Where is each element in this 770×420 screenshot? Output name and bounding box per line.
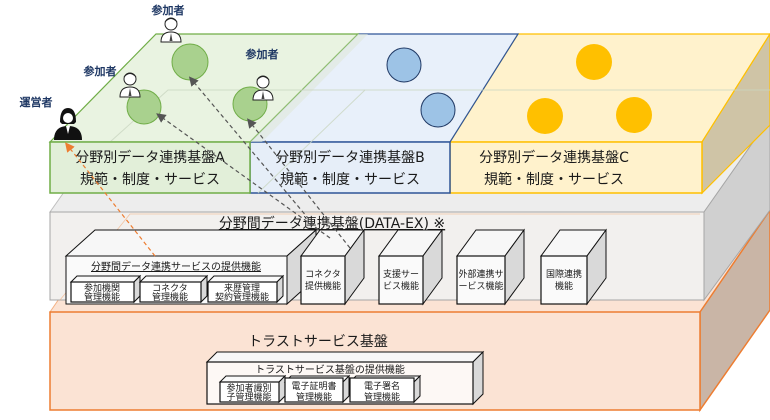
platform-b-label-2: 規範・制度・サービス xyxy=(280,171,420,188)
connector-arrow-1 xyxy=(188,76,319,231)
trust-item-3-line1: 電子署名 xyxy=(364,380,400,392)
function-box-support[interactable] xyxy=(378,228,443,306)
node-b1 xyxy=(386,47,422,83)
service-item-2-line2: 管理機能 xyxy=(152,291,188,303)
participant-label-2: 参加者 xyxy=(84,64,117,78)
service-item-2[interactable] xyxy=(138,274,209,304)
trust-item-1-line2: 子管理機能 xyxy=(226,391,271,403)
service-item-2-line1: コネクタ xyxy=(152,283,188,294)
platform-b-label-1: 分野別データ連携基盤B xyxy=(275,149,425,166)
function-international-line2: 機能 xyxy=(555,280,573,292)
platform-a[interactable] xyxy=(48,33,770,194)
service-item-3-line2: 契約管理機能 xyxy=(215,291,269,303)
function-connector-line2: 提供機能 xyxy=(305,280,341,292)
function-support-line1: 支援サー xyxy=(383,268,419,280)
trust-item-1[interactable] xyxy=(218,374,287,404)
trust-item-3[interactable] xyxy=(348,374,422,404)
trust-item-1-line1: 参加者識別 xyxy=(226,382,271,394)
data-ex-service-group-title: 分野間データ連携サービスの提供機能 xyxy=(91,260,261,273)
connector-arrow-3 xyxy=(247,118,351,249)
trust-item-2-line2: 管理機能 xyxy=(296,391,332,403)
operator-label: 運営者 xyxy=(20,95,53,109)
participant-icon-2 xyxy=(119,72,141,98)
service-item-1-line2: 管理機能 xyxy=(84,291,120,303)
function-external-line2: ービス機能 xyxy=(458,280,503,292)
participant-label-1: 参加者 xyxy=(152,3,185,17)
operator-arrow xyxy=(65,142,156,257)
platform-a-label-2: 規範・制度・サービス xyxy=(80,171,220,188)
participant-label-3: 参加者 xyxy=(246,47,279,61)
node-a1 xyxy=(171,43,209,81)
service-item-1[interactable] xyxy=(69,274,142,304)
node-a2 xyxy=(126,89,162,125)
participant-icon-3 xyxy=(252,75,274,101)
function-connector-line1: コネクタ xyxy=(305,269,341,280)
function-external-line1: 外部連携サ xyxy=(458,268,503,280)
trust-title: トラストサービス基盤 xyxy=(248,333,388,350)
service-item-3[interactable] xyxy=(206,274,285,304)
platform-c[interactable] xyxy=(448,32,770,195)
platform-b[interactable] xyxy=(248,33,520,194)
function-support-line2: ビス機能 xyxy=(383,280,419,292)
trust-item-2-line1: 電子証明書 xyxy=(291,380,336,392)
platform-a-front xyxy=(49,141,251,194)
trust-item-2[interactable] xyxy=(283,374,351,404)
platform-c-label-2: 規範・制度・サービス xyxy=(484,171,624,188)
platform-c-label-1: 分野別データ連携基盤C xyxy=(479,149,629,166)
platform-a-label-1: 分野別データ連携基盤A xyxy=(75,149,225,166)
function-box-connector[interactable] xyxy=(300,228,365,306)
participant-icon-1 xyxy=(160,17,182,43)
trust-group-title: トラストサービス基盤の提供機能 xyxy=(255,363,405,376)
service-item-3-line1: 来歴管理 xyxy=(224,282,260,294)
function-box-international[interactable] xyxy=(540,228,607,306)
trust-item-3-line2: 管理機能 xyxy=(364,391,400,403)
data-ex-title: 分野間データ連携基盤(DATA-EX) ※ xyxy=(219,215,445,232)
node-c3 xyxy=(616,97,652,133)
node-b2 xyxy=(420,92,456,128)
function-box-external[interactable] xyxy=(456,228,525,306)
node-c2 xyxy=(527,98,563,134)
function-international-line1: 国際連携 xyxy=(546,268,582,280)
operator-icon xyxy=(54,108,82,140)
node-c1 xyxy=(576,44,612,80)
service-item-1-line1: 参加機関 xyxy=(84,282,120,294)
